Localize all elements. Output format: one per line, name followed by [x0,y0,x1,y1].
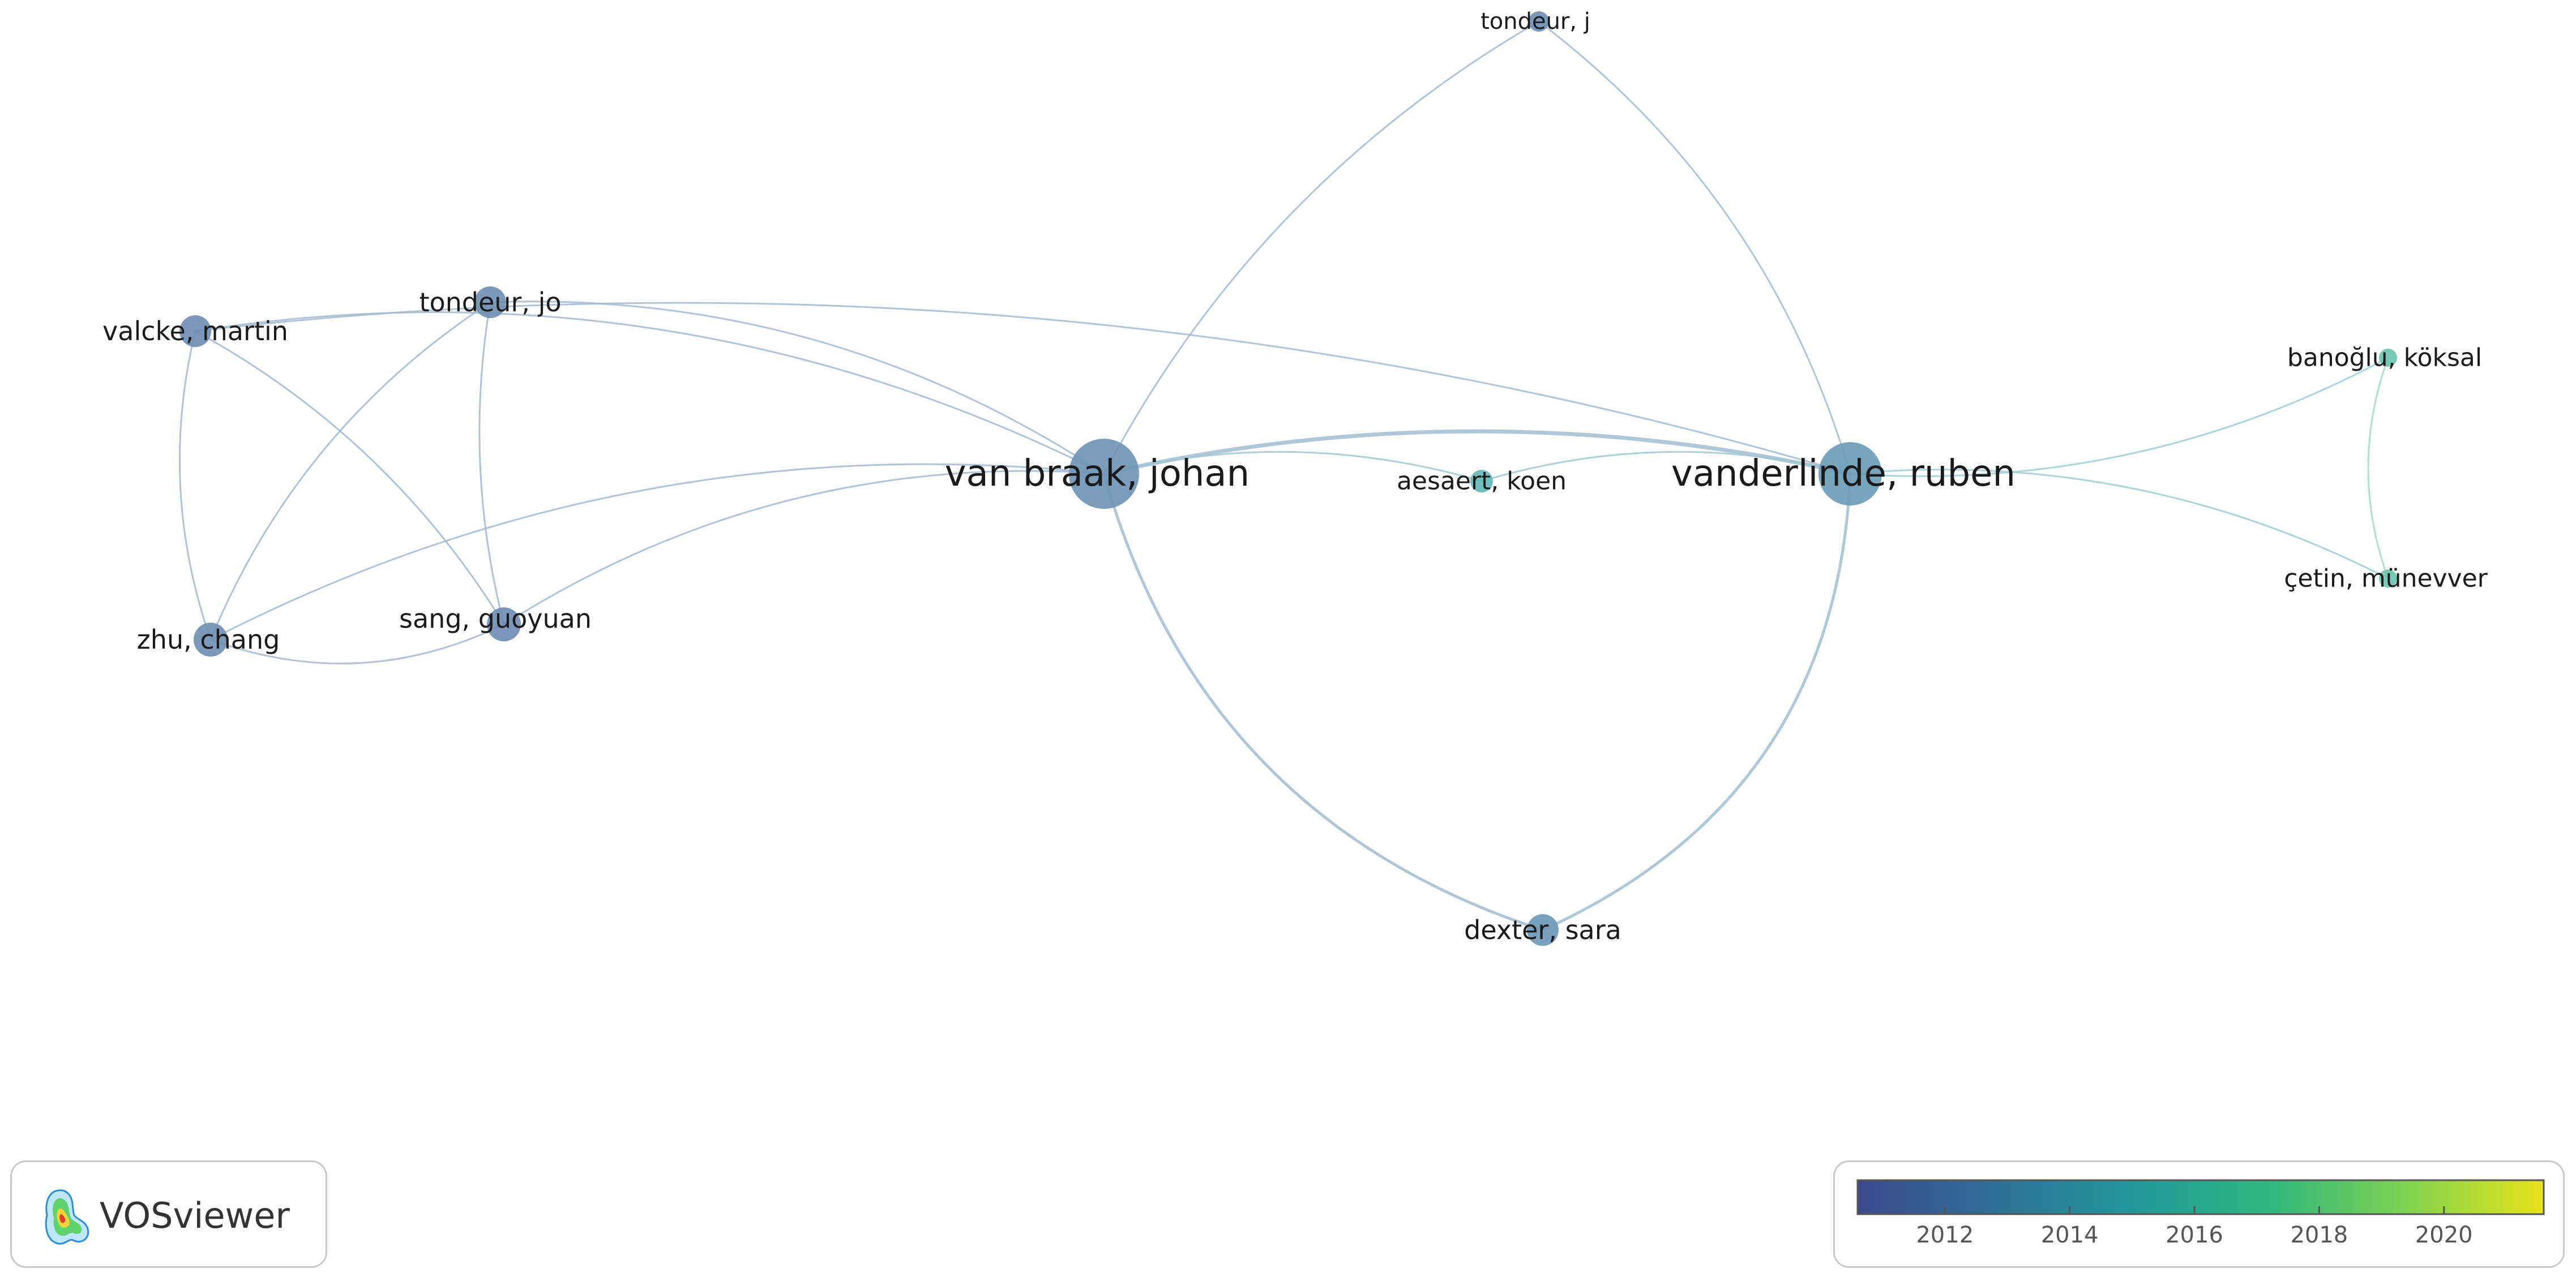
link-tondeur-jo-zhu-chang [209,301,491,640]
links-layer [178,20,2389,932]
node-label-vanderlinde-ruben[interactable]: vanderlinde, ruben [1671,453,2016,495]
link-banoglu-koksal-cetin-munevver [2367,357,2389,579]
node-label-aesaert-koen[interactable]: aesaert, koen [1397,467,1567,496]
node-sang-guoyuan[interactable] [487,607,521,641]
node-label-zhu-chang[interactable]: zhu, chang [137,624,280,655]
nodes-layer [179,11,2397,946]
node-aesaert-koen[interactable] [1470,470,1493,492]
link-van-braak-johan-vanderlinde-ruben [1103,429,1851,476]
node-label-sang-guoyuan[interactable]: sang, guoyuan [399,603,592,634]
link-van-braak-johan-tondeur-jo [490,301,1105,475]
link-zhu-chang-sang-guoyuan [210,623,504,665]
vosviewer-badge-text: VOSviewer [100,1195,290,1236]
legend-tick-label-2020: 2020 [2415,1222,2473,1248]
year-color-legend: 2012 2014 2016 2018 2020 [1833,1160,2565,1268]
legend-tick-label-2012: 2012 [1916,1222,1974,1248]
link-vanderlinde-ruben-tondeur-j [1538,20,1851,474]
link-vanderlinde-ruben-valcke-martin [195,302,1851,475]
link-valcke-martin-zhu-chang [178,331,212,640]
vosviewer-badge[interactable]: VOSviewer [10,1160,327,1268]
link-van-braak-johan-tondeur-j [1103,20,1539,474]
node-zhu-chang[interactable] [194,623,228,657]
link-van-braak-johan-dexter-sara [1102,473,1543,932]
link-van-braak-johan-zhu-chang [210,463,1105,641]
node-tondeur-jo[interactable] [474,286,506,318]
labels-layer: van braak, johan vanderlinde, ruben tondeu… [102,8,2488,945]
legend-ticks: 2012 2014 2016 2018 2020 [1916,1206,2473,1248]
legend-tick-label-2018: 2018 [2290,1222,2348,1248]
node-label-banoglu-koksal[interactable]: banoğlu, köksal [2287,344,2482,372]
node-tondeur-j[interactable] [1529,11,1549,32]
link-van-braak-johan-sang-guoyuan [503,470,1105,625]
vosviewer-logo-icon [45,1189,89,1245]
node-vanderlinde-ruben[interactable] [1818,442,1882,505]
legend-tick-label-2016: 2016 [2166,1222,2223,1248]
node-label-cetin-munevver[interactable]: çetin, münevver [2284,564,2488,593]
node-banoglu-koksal[interactable] [2379,349,2397,367]
node-label-van-braak-johan[interactable]: van braak, johan [945,453,1250,495]
node-dexter-sara[interactable] [1527,914,1559,946]
legend-svg: 2012 2014 2016 2018 2020 [1856,1179,2545,1248]
link-vanderlinde-ruben-cetin-munevver [1850,469,2389,580]
link-van-braak-johan-aesaert-koen [1103,451,1482,482]
link-tondeur-jo-sang-guoyuan [478,302,505,625]
node-label-dexter-sara[interactable]: dexter, sara [1464,915,1621,945]
node-label-tondeur-jo[interactable]: tondeur, jo [419,287,561,318]
legend-tick-label-2014: 2014 [2041,1222,2099,1248]
node-label-tondeur-j[interactable]: tondeur, j [1480,8,1590,35]
link-vanderlinde-ruben-dexter-sara [1542,473,1852,932]
node-label-valcke-martin[interactable]: valcke, martin [102,316,288,346]
link-vanderlinde-ruben-banoglu-koksal [1850,357,2389,477]
link-valcke-martin-sang-guoyuan [195,330,505,625]
node-van-braak-johan[interactable] [1069,439,1139,509]
link-van-braak-johan-valcke-martin [195,311,1105,475]
node-cetin-munevver[interactable] [2379,569,2397,588]
link-vanderlinde-ruben-aesaert-koen [1481,451,1851,482]
node-valcke-martin[interactable] [179,315,211,347]
legend-gradient-bar [1856,1179,2545,1215]
